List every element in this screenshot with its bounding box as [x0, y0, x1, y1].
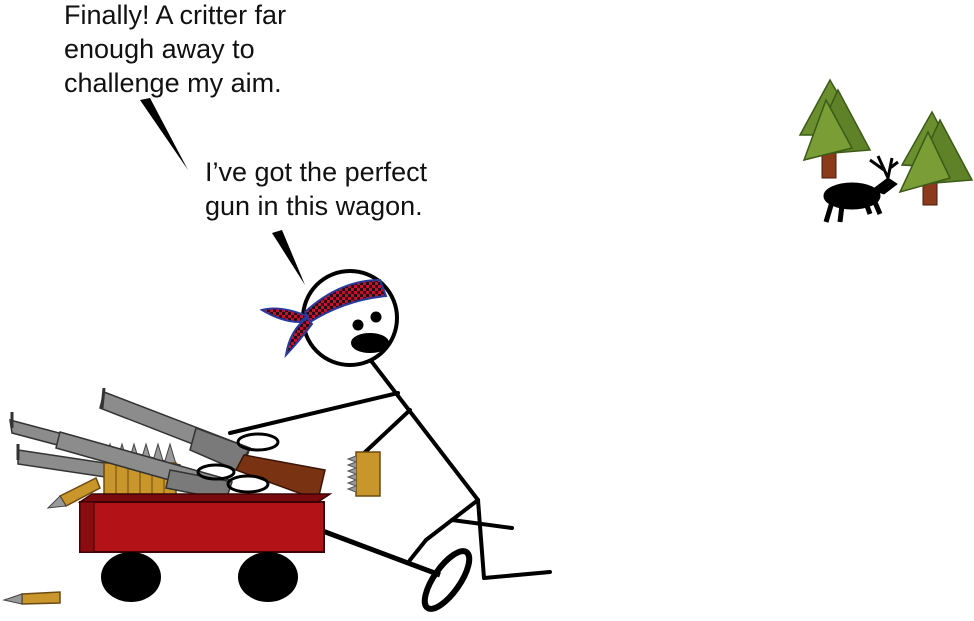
bullet-icon [46, 476, 101, 509]
wagon-wheel [101, 552, 161, 602]
wagon-icon [77, 493, 333, 602]
wagon-wheel [238, 552, 298, 602]
speech-pointer-1 [140, 98, 188, 170]
tree-icon [898, 110, 974, 206]
ammo-clip-icon [346, 451, 381, 497]
stick-figure-icon [228, 269, 552, 580]
tree-icon [798, 78, 872, 179]
wagon-handle [319, 527, 441, 578]
speech-line-1: Finally! A critter far enough away to ch… [64, 0, 287, 98]
speech-line-2: I’ve got the perfect gun in this wagon. [205, 157, 428, 221]
elk-icon [823, 155, 899, 223]
speech-pointer-2 [272, 230, 305, 285]
bullet-icon [2, 591, 61, 605]
rifle-icon [99, 387, 326, 501]
wagon-handle-grip [421, 548, 473, 612]
